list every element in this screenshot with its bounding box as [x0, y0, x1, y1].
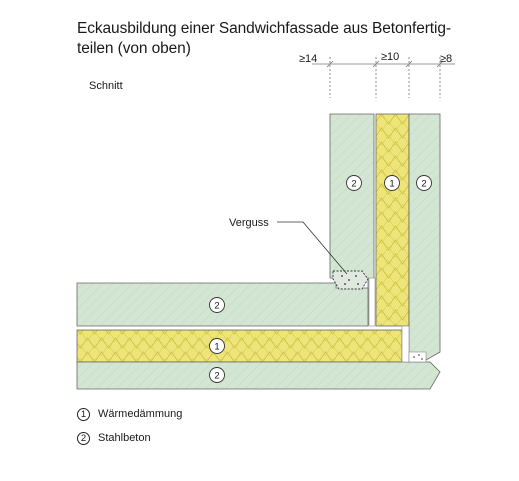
badge-vertical-left: 2	[346, 175, 362, 191]
dimension-line	[312, 57, 455, 98]
verguss-leader-line	[277, 221, 348, 275]
legend: 1 Wärmedämmung 2 Stahlbeton	[77, 406, 182, 454]
badge-vertical-insulation-text: 1	[389, 179, 394, 190]
dim-outer-label: ≥14	[299, 53, 317, 65]
vertical-insulation	[375, 113, 410, 327]
title-line-1: Eckausbildung einer Sandwichfassade aus …	[77, 20, 451, 37]
legend-label-2: Stahlbeton	[98, 432, 151, 444]
legend-number-2: 2	[77, 431, 90, 445]
legend-item-concrete: 2 Stahlbeton	[77, 430, 182, 446]
joint-gaps	[368, 277, 427, 363]
badge-horizontal-bottom-text: 2	[214, 371, 219, 382]
horizontal-outer-concrete	[76, 361, 441, 390]
horizontal-insulation	[76, 329, 403, 363]
grout-dots	[341, 275, 359, 285]
badge-horizontal-top: 2	[209, 297, 225, 313]
title-line-2: teilen (von oben)	[77, 40, 191, 57]
badge-horizontal-bottom: 2	[209, 367, 225, 383]
corner-joint-dots	[413, 354, 423, 360]
page-title: Eckausbildung einer Sandwichfassade aus …	[77, 19, 497, 59]
legend-number-1: 1	[77, 407, 90, 421]
vertical-inner-concrete	[408, 113, 441, 361]
legend-label-1: Wärmedämmung	[98, 408, 183, 420]
badge-vertical-right: 2	[416, 175, 432, 191]
badge-vertical-right-text: 2	[421, 179, 426, 190]
badge-vertical-insulation: 1	[384, 175, 400, 191]
dim-inner-label: ≥8	[440, 53, 452, 65]
grout-pocket	[332, 270, 369, 290]
dim-insulation-label: ≥10	[381, 51, 399, 63]
badge-horizontal-insulation: 1	[209, 338, 225, 354]
badge-horizontal-insulation-text: 1	[214, 342, 219, 353]
badge-vertical-left-text: 2	[351, 179, 356, 190]
legend-item-insulation: 1 Wärmedämmung	[77, 406, 182, 422]
badge-horizontal-top-text: 2	[214, 301, 219, 312]
verguss-label: Verguss	[229, 217, 269, 229]
section-label: Schnitt	[89, 80, 123, 92]
